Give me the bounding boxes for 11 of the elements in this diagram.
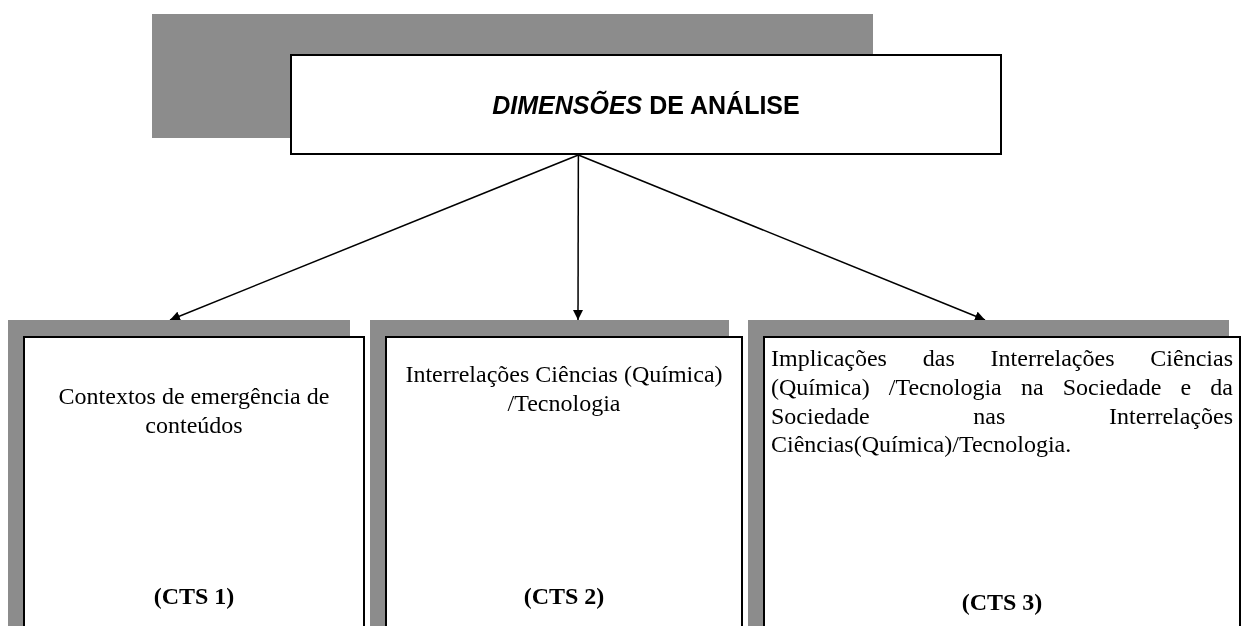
arrow bbox=[573, 154, 583, 321]
arrow bbox=[577, 154, 986, 321]
code-label: (CTS 1) bbox=[152, 582, 236, 611]
arrow bbox=[169, 154, 580, 321]
code-label: (CTS 3) bbox=[960, 588, 1044, 617]
box-text: Implicações das Interrelações Ciências (Química) /Tecnologia na Sociedade e da Sociedade nas Interrelações Ciências(Química)/Tecnologia. bbox=[771, 344, 1233, 460]
box-text: Interrelações Ciências (Química) /Tecnologia bbox=[404, 360, 724, 418]
shadowed-box bbox=[152, 14, 1002, 155]
box-text: Contextos de emergência de conteúdos bbox=[57, 382, 331, 440]
heading-text: DIMENSÕES DE ANÁLISE bbox=[491, 90, 801, 120]
code-label: (CTS 2) bbox=[522, 582, 606, 611]
